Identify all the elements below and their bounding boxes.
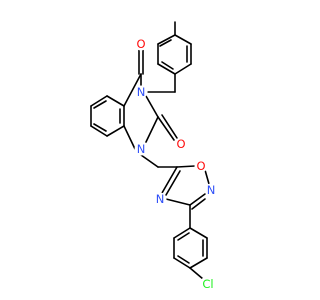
bond-n2-c3 <box>189 193 206 206</box>
bond-benzo-4 <box>90 125 108 137</box>
atom-n3-label: N <box>137 85 146 99</box>
bond-tol-1b <box>159 39 172 47</box>
atom-o-top-background <box>134 37 148 51</box>
bond-aryl-3 <box>173 257 191 269</box>
atom-labels-layer: O N O N O N N Cl <box>134 37 218 292</box>
bond-tol-1 <box>157 34 176 45</box>
bond-tol-3b <box>161 61 174 70</box>
atom-n1: N <box>134 142 148 156</box>
bond-aryl-1 <box>173 227 191 239</box>
bond-tol-6 <box>174 34 192 45</box>
atom-o-top-label: O <box>136 37 145 51</box>
bond-tol-3 <box>157 63 176 75</box>
bond-benzo-1 <box>106 95 125 107</box>
atom-oxadiazole-o-label: O <box>196 159 205 173</box>
atom-oxadiazole-n2: N <box>204 183 218 197</box>
bond-benzo-2b <box>93 100 107 109</box>
bond-benzo-2 <box>90 95 108 107</box>
atom-n3: N <box>134 85 148 99</box>
atom-oxadiazole-n2-label: N <box>207 183 216 197</box>
bond-n1-c8a <box>123 125 136 150</box>
atom-o-right-background <box>174 137 188 151</box>
atom-cl: Cl <box>200 276 216 292</box>
bond-n3-c2 <box>145 95 159 118</box>
bond-tol-4 <box>174 63 192 75</box>
atom-n1-background <box>134 142 148 156</box>
bond-c3-n4 <box>165 198 191 206</box>
atom-cl-background <box>200 276 216 292</box>
atom-n1-label: N <box>137 142 146 156</box>
bond-aryl-cl <box>189 267 204 280</box>
atom-oxadiazole-o: O <box>194 159 208 173</box>
bond-n2-c3-b <box>191 198 206 210</box>
atom-oxadiazole-n2-background <box>204 183 218 197</box>
bond-c2-n1 <box>145 116 159 143</box>
bond-o-n2 <box>204 169 210 185</box>
bonds-layer <box>90 21 210 280</box>
bond-c5-o <box>176 165 196 168</box>
atom-oxadiazole-n4: N <box>153 192 167 206</box>
bond-aryl-6 <box>189 227 208 239</box>
atom-cl-label: Cl <box>202 277 213 291</box>
atom-oxadiazole-n4-label: N <box>156 192 165 206</box>
bond-n4-c5 <box>161 166 178 194</box>
bond-n1-ch2 <box>140 154 159 168</box>
bond-c2-o-b <box>161 114 178 139</box>
bond-c2-o <box>157 116 175 141</box>
atom-o-right-label: O <box>176 137 185 151</box>
atom-o-right: O <box>174 137 188 151</box>
bond-aryl-4 <box>189 257 208 269</box>
atom-oxadiazole-n4-background <box>153 192 167 206</box>
atom-oxadiazole-o-background <box>194 159 208 173</box>
bond-aryl-1b <box>177 232 190 241</box>
atom-n3-background <box>134 85 148 99</box>
bond-aryl-3b <box>177 255 190 264</box>
bond-benzo-5 <box>106 125 125 137</box>
atom-o-top: O <box>134 37 148 51</box>
molecule-structure-diagram: O N O N O N N Cl <box>90 21 218 292</box>
bond-benzo-4b <box>93 123 107 132</box>
bond-c4a-c4 <box>123 73 142 107</box>
bond-n4-c5-b <box>165 170 181 196</box>
